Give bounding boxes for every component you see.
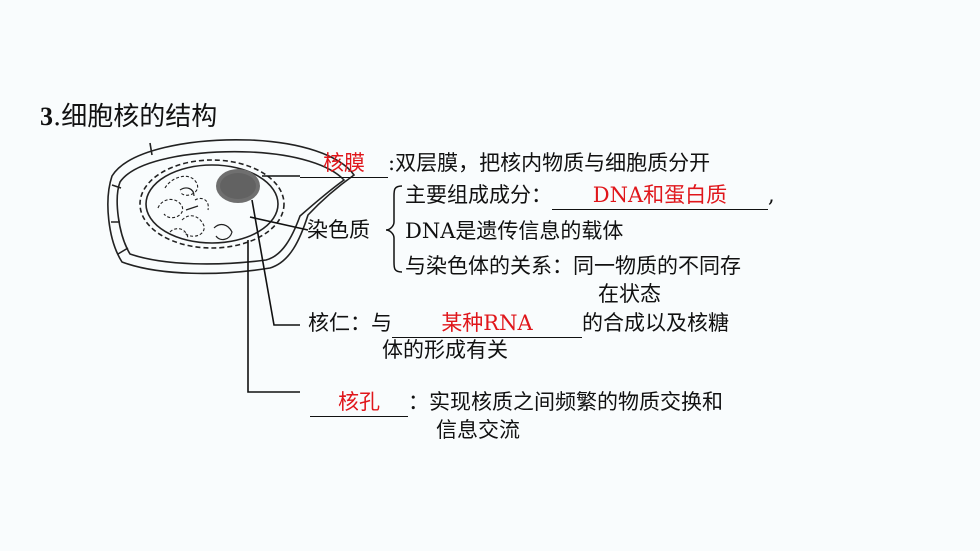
chromatin-label: 染色质 (307, 218, 370, 242)
nucleolus-prefix: 核仁：与 (308, 311, 392, 335)
cell-outer-wall (107, 138, 356, 275)
chromatin-relation: 与染色体的关系：同一物质的不同存 (405, 254, 741, 278)
nuclear-membrane-row: 核膜:双层膜，把核内物质与细胞质分开 (300, 153, 710, 178)
connector-nucleolus (251, 199, 300, 326)
nuclear-pore-row: 核孔：实现核质之间频繁的物质交换和 (310, 392, 723, 417)
chromatin-dna-carrier: DNA是遗传信息的载体 (405, 219, 624, 243)
chromatin-composition-answer: DNA和蛋白质 (552, 185, 768, 210)
chromatin-relation-cont: 在状态 (598, 282, 661, 306)
nuclear-pore-line2: 信息交流 (436, 418, 520, 442)
nucleolus-line2: 体的形成有关 (382, 338, 508, 362)
connector-chromatin (249, 216, 309, 231)
nuclear-pore-answer: 核孔 (310, 392, 408, 417)
nuclear-pore-description: ：实现核质之间频繁的物质交换和 (408, 390, 723, 414)
chromatin-composition-row: 主要组成成分：DNA和蛋白质, (405, 185, 775, 210)
chromatin-brace (385, 185, 403, 273)
chromatin-composition-suffix: , (768, 183, 775, 207)
section-title-text: .细胞核的结构 (53, 102, 218, 132)
nucleolus-suffix: 的合成以及核糖 (582, 311, 729, 335)
nuclear-envelope (139, 159, 285, 249)
cell-inner-wall (116, 150, 346, 265)
nucleolus-answer: 某种RNA (392, 313, 582, 338)
section-number: 3 (40, 102, 53, 131)
chromatin-composition-label: 主要组成成分： (405, 183, 552, 207)
section-title: 3.细胞核的结构 (40, 96, 217, 133)
connector-pore (247, 240, 300, 393)
nuclear-membrane-answer: 核膜 (300, 153, 388, 178)
nuclear-membrane-description: :双层膜，把核内物质与细胞质分开 (388, 151, 711, 175)
